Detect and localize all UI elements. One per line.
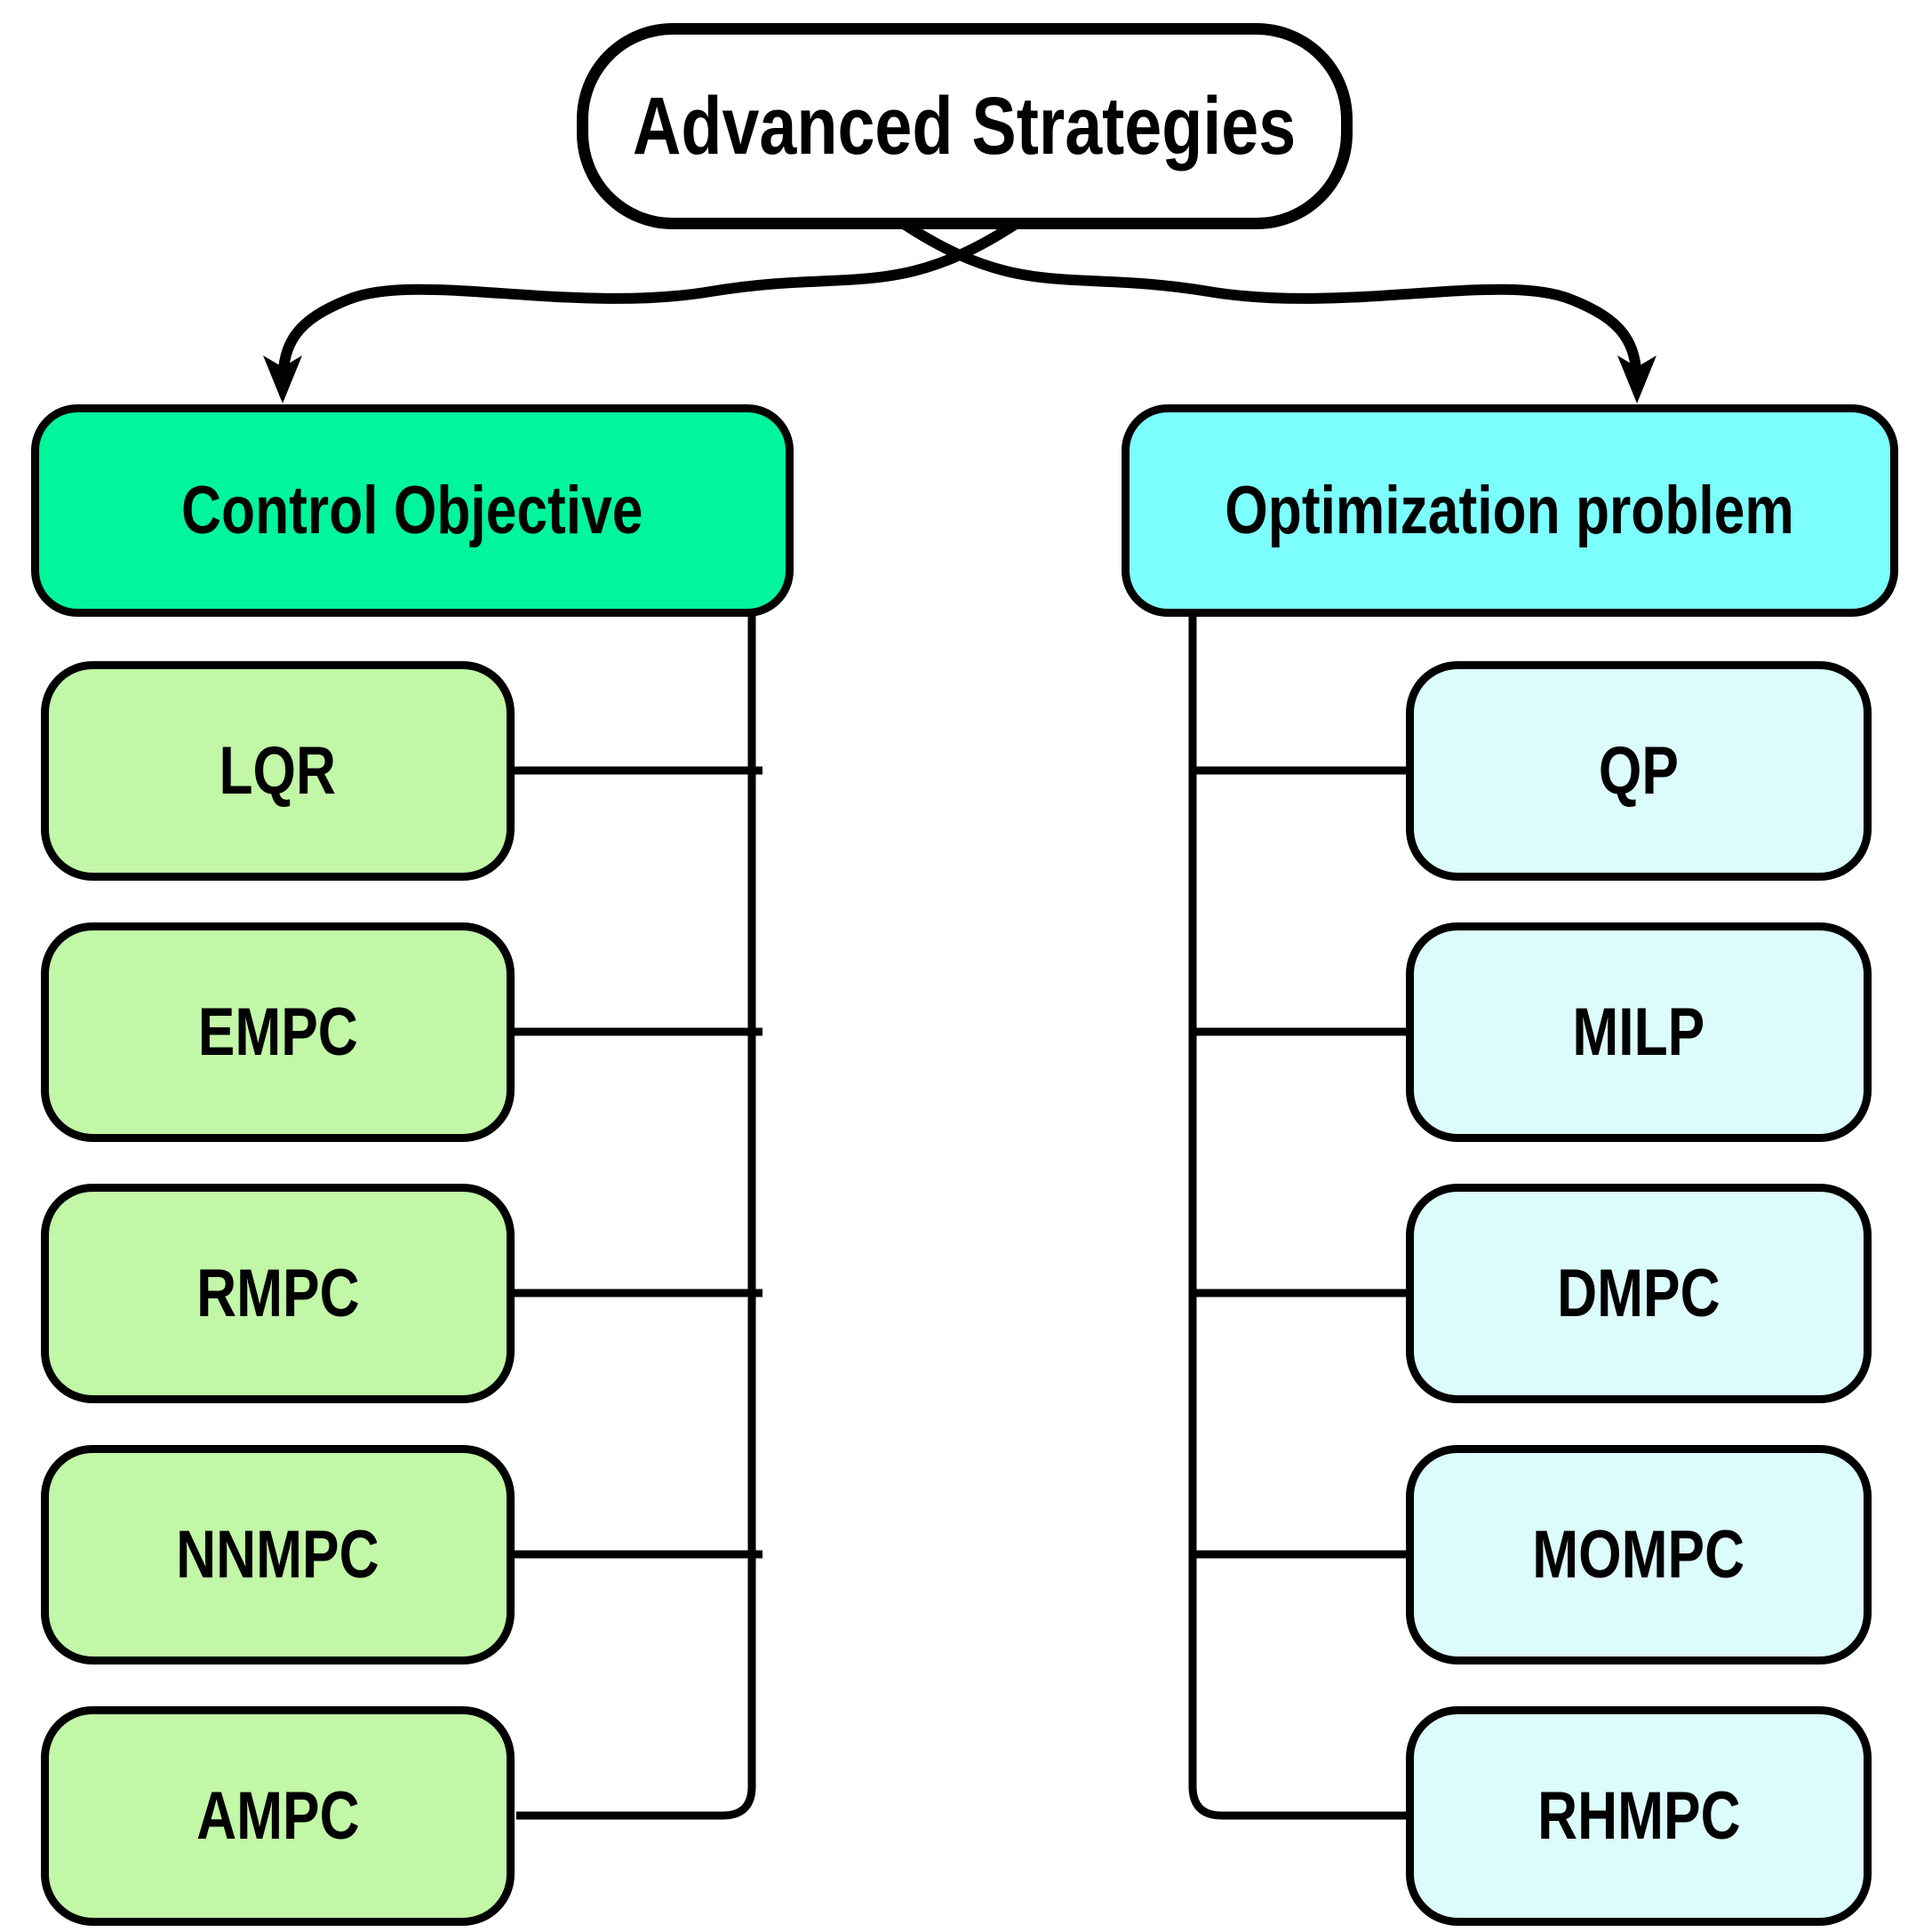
header-label-optimization-problem: Optimization problem — [1225, 472, 1795, 548]
left-trunk-line — [516, 615, 756, 1820]
child-label-rmpc: RMPC — [196, 1255, 360, 1331]
node-mompc: MOMPC — [1406, 1445, 1872, 1665]
right-trunk-line — [1188, 615, 1409, 1820]
child-label-mompc: MOMPC — [1532, 1516, 1745, 1593]
title-label: Advanced Strategies — [633, 81, 1297, 172]
node-empc: EMPC — [41, 922, 515, 1142]
header-label-control-objective: Control Objective — [181, 472, 643, 548]
child-label-rhmpc: RHMPC — [1537, 1777, 1741, 1854]
node-lqr: LQR — [41, 661, 515, 881]
node-optimization-problem: Optimization problem — [1122, 404, 1898, 617]
node-nnmpc: NNMPC — [41, 1445, 515, 1665]
node-rhmpc: RHMPC — [1406, 1706, 1872, 1926]
child-label-ampc: AMPC — [196, 1777, 360, 1854]
node-rmpc: RMPC — [41, 1184, 515, 1403]
node-dmpc: DMPC — [1406, 1184, 1872, 1403]
child-label-empc: EMPC — [197, 994, 358, 1070]
child-label-nnmpc: NNMPC — [176, 1516, 379, 1593]
arrow-to-control-objective — [277, 217, 1024, 387]
child-label-qp: QP — [1598, 732, 1680, 809]
child-label-dmpc: DMPC — [1557, 1255, 1720, 1331]
child-label-milp: MILP — [1572, 994, 1705, 1070]
arrowhead-optimization-problem — [1617, 355, 1657, 403]
node-milp: MILP — [1406, 922, 1872, 1142]
node-advanced-strategies: Advanced Strategies — [577, 23, 1353, 229]
child-label-lqr: LQR — [219, 732, 337, 809]
arrow-to-optimization-problem — [896, 217, 1642, 387]
node-ampc: AMPC — [41, 1706, 515, 1926]
arrowhead-control-objective — [263, 355, 302, 403]
node-control-objective: Control Objective — [31, 404, 794, 617]
node-qp: QP — [1406, 661, 1872, 881]
